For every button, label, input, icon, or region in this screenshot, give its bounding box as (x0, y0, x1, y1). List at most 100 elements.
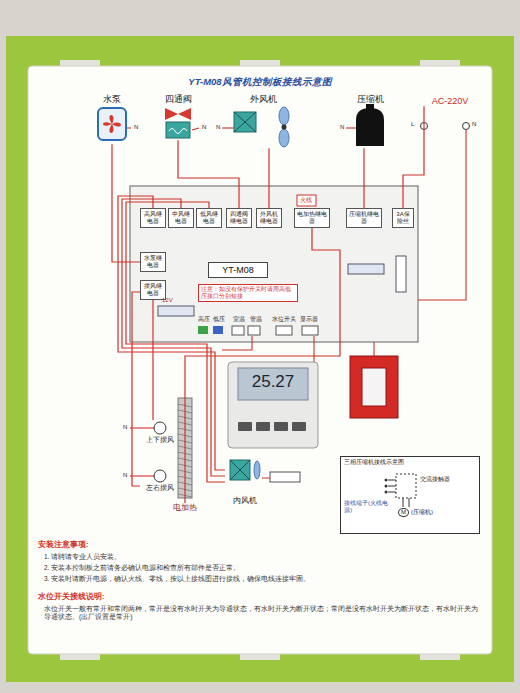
wire-connector (152, 300, 153, 420)
n-label: N (216, 124, 220, 131)
l-label: L (411, 121, 414, 128)
three-phase-panel (385, 479, 388, 482)
node-text: 水泵继电器 (142, 255, 164, 269)
note-paragraph: 水位开关一般有常开和常闭两种，常开是没有水时开关为导通状态，有水时开关为断开状态… (44, 605, 480, 621)
terminal-block (302, 326, 318, 335)
terminal-block (232, 326, 244, 335)
power-terminals (421, 123, 470, 130)
wire (130, 475, 154, 476)
motor-label: 上下摆风 (140, 420, 180, 444)
node-text: 低风继电器 (198, 211, 220, 225)
n-label: N (472, 121, 476, 128)
fan-label: 内风机 (225, 458, 265, 505)
three-phase-panel (385, 485, 388, 488)
contactor-icon (362, 368, 386, 406)
four-way-valve-icon (165, 108, 191, 120)
three-phase-panel (388, 480, 396, 492)
indoor-fan-icon (230, 460, 250, 480)
wire (222, 127, 234, 128)
thermostat-body (274, 422, 288, 431)
note-heading: 水位开关接线说明: (38, 592, 105, 601)
relay-box: 高风继电器 (140, 208, 166, 228)
indoor-fan-icon (270, 472, 300, 482)
node-text: 电加热继电器 (296, 211, 328, 225)
node-text: 左右摆风 (140, 484, 180, 492)
white-panel (28, 66, 492, 654)
note-line: 3. 安装时请断开电源，确认火线、零线，按以上接线图进行接线，确保电线连接牢固。 (44, 575, 310, 583)
three-phase-panel (340, 456, 480, 534)
node-text: 三相压缩机接线示意图 (344, 459, 476, 466)
relay-box: 3A保险丝 (392, 208, 414, 228)
wire (346, 127, 356, 128)
control-board (130, 186, 418, 342)
terminal-block (198, 326, 208, 334)
node-text: 上下摆风 (140, 436, 180, 444)
relay-box: 低风继电器 (196, 208, 222, 228)
pin-label: 显示器 (300, 316, 318, 323)
indoor-fan-icon (230, 460, 250, 480)
wire-connector (122, 199, 225, 476)
pin-label: 室温 (233, 316, 245, 323)
voltage-label: 12V (162, 297, 173, 304)
contactor-label: 交流接触器 (420, 476, 472, 483)
terminal-block (348, 264, 384, 274)
terminal-block (213, 326, 223, 334)
terminal-block (276, 326, 292, 335)
power-terminals (463, 123, 470, 130)
thermostat-body (228, 362, 318, 448)
node-text: 外风机继电器 (258, 211, 280, 225)
terminal-block (158, 306, 194, 316)
wire-connector (126, 202, 225, 482)
indoor-fan-icon (254, 461, 260, 479)
three-phase-panel (403, 498, 409, 507)
pin-label: 低压 (213, 316, 225, 323)
compressor-icon (366, 104, 374, 109)
outdoor-fan-icon (282, 125, 287, 130)
four-way-valve-icon (165, 108, 191, 138)
node-text: M (398, 508, 409, 517)
relay-box: 水泵继电器 (140, 252, 166, 272)
component-label: 四通阀 (156, 94, 200, 140)
node-text: 交流接触器 (420, 476, 472, 483)
diagram-title: YT-M08风管机控制板接线示意图 (0, 76, 520, 87)
node-text: 25.27 (240, 372, 306, 392)
contactor-icon (350, 356, 398, 418)
thermostat-body (238, 422, 252, 431)
n-label: N (123, 424, 127, 431)
component-label: 外风机 (228, 94, 298, 148)
thermostat-body (238, 368, 308, 400)
wire-connector (363, 148, 364, 208)
node-text: 注意：如没有保护开关时请用高低压接口分别短接 (201, 286, 295, 300)
node-text: 高风继电器 (142, 211, 164, 225)
node-text: (压缩机) (411, 509, 433, 516)
node-text: 内风机 (225, 496, 265, 505)
thermostat-body (228, 362, 318, 448)
three-phase-panel (385, 491, 388, 494)
terminal-label: 接线端子(火线电源) (344, 500, 394, 514)
wire-connector (132, 292, 140, 486)
indoor-fan-icon (230, 460, 300, 482)
pin-label: 高压 (198, 316, 210, 323)
relay-box: 电加热继电器 (294, 208, 330, 228)
control-board (130, 186, 418, 342)
live-label: 火线 (300, 197, 312, 204)
wire (130, 427, 154, 428)
n-label: N (134, 124, 138, 131)
wire (222, 336, 252, 350)
node-text: 四通阀 (156, 94, 200, 104)
wire-connector (403, 106, 424, 208)
three-phase-panel (340, 456, 480, 534)
component-label: 压缩机 (350, 94, 390, 148)
three-phase-panel: 三相压缩机接线示意图交流接触器 M(压缩机) (340, 456, 480, 534)
node-text: 电加热 (165, 503, 205, 512)
outdoor-fan-icon (279, 107, 289, 125)
wire (127, 127, 131, 128)
pin-label: 管温 (250, 316, 262, 323)
water-pump-icon (98, 108, 126, 140)
compressor-icon (356, 108, 384, 146)
node-text: 压缩机 (350, 94, 390, 104)
note-line: 1. 请聘请专业人员安装。 (44, 553, 121, 561)
node-text: 中风继电器 (170, 211, 192, 225)
thermostat-body (292, 422, 306, 431)
